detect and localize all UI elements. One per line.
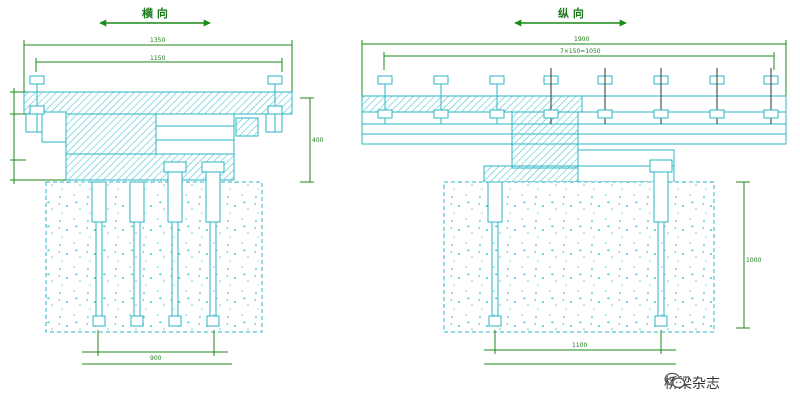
transverse-upper-plate [23,91,293,115]
longitudinal-anchor-spacing: 1100 [572,342,587,349]
transverse-title: 横 向 [142,6,168,20]
transverse-sliding-body [65,113,157,155]
transverse-overall-width: 1350 [150,37,165,44]
transverse-inner-width: 1150 [150,55,165,62]
transverse-right-guide [155,113,235,155]
longitudinal-upper-plate-right [581,95,787,113]
longitudinal-title: 纵 向 [558,6,584,20]
transverse-view: 横 向 1350 1150 [10,6,324,365]
longitudinal-bottom-basin [483,165,581,183]
longitudinal-overall-width: 1900 [574,36,589,43]
transverse-side-height [300,97,314,183]
longitudinal-bolt-spacing: 7×150=1050 [560,48,601,55]
transverse-top-dimensions [23,40,293,100]
longitudinal-concrete-pedestal [443,181,715,333]
longitudinal-side-height [736,181,750,329]
longitudinal-top-dimensions [361,40,787,96]
longitudinal-anchor-bolts [487,159,673,327]
longitudinal-core-body [511,111,579,169]
transverse-side-height-label: 400 [312,137,324,144]
longitudinal-top-bolts [377,68,779,124]
wechat-icon [664,372,686,389]
transverse-concrete-pedestal [45,181,263,333]
longitudinal-side-height-label: 1000 [746,257,761,264]
watermark: 桥梁杂志 [664,372,720,394]
transverse-anchor-spacing: 900 [150,355,162,362]
transverse-bottom-dimension [82,330,232,365]
transverse-top-bolt-left [29,75,45,132]
longitudinal-view: 纵 向 1900 7×150=1050 [361,6,787,365]
longitudinal-bottom-dimension [484,330,676,365]
transverse-top-bolt-right [267,75,283,132]
transverse-left-dims [10,88,66,184]
transverse-anchor-bolts [91,161,225,327]
